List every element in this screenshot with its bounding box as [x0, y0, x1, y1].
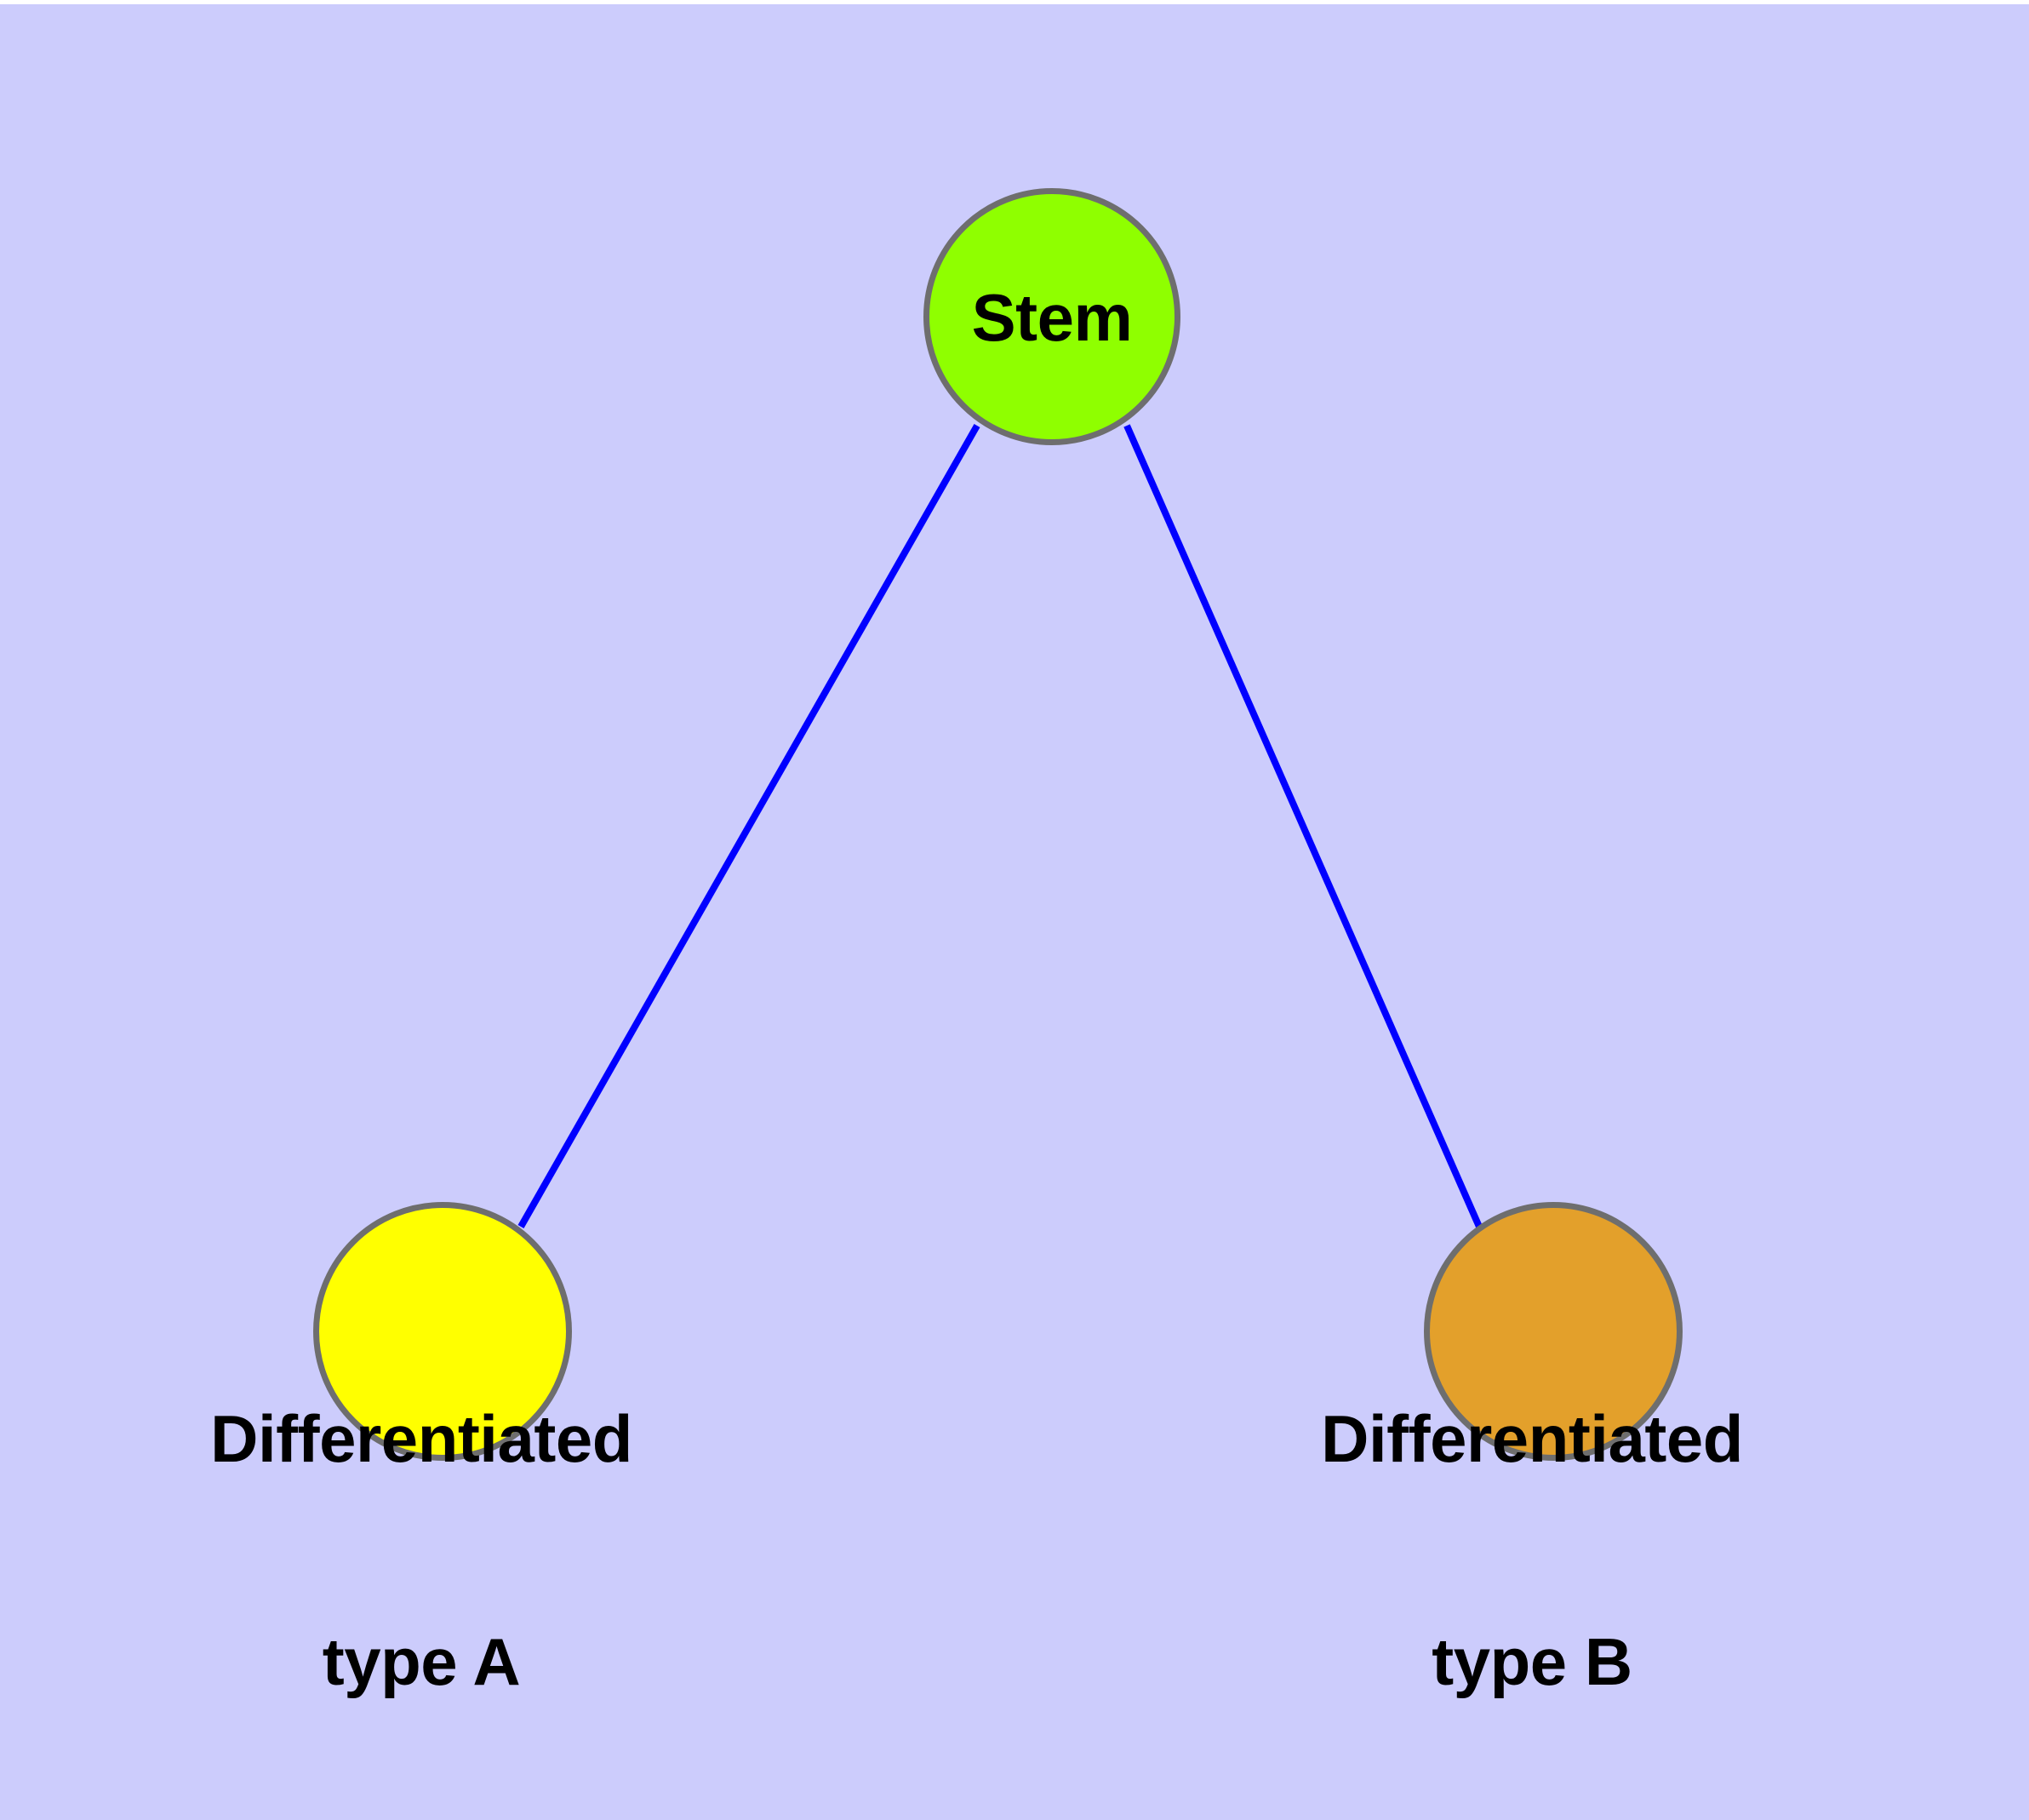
- node-label-stem: Stem: [971, 280, 1133, 355]
- node-label-line-2: type B: [1432, 1623, 1632, 1699]
- edge-stem-to-differentiated-type-a: [517, 424, 980, 1228]
- node-differentiated-type-a[interactable]: [313, 1202, 572, 1461]
- node-stem[interactable]: [923, 188, 1180, 445]
- node-label-line-1: Differentiated: [210, 1400, 632, 1476]
- node-label-differentiated-type-a: Differentiated type A: [166, 1253, 677, 1820]
- node-label-differentiated-type-b: Differentiated type B: [1277, 1253, 1787, 1820]
- node-differentiated-type-b[interactable]: [1424, 1202, 1683, 1461]
- node-label-line-2: type A: [322, 1623, 521, 1699]
- edge-stem-to-differentiated-type-b: [1123, 424, 1483, 1228]
- node-label-line-1: Differentiated: [1321, 1400, 1743, 1476]
